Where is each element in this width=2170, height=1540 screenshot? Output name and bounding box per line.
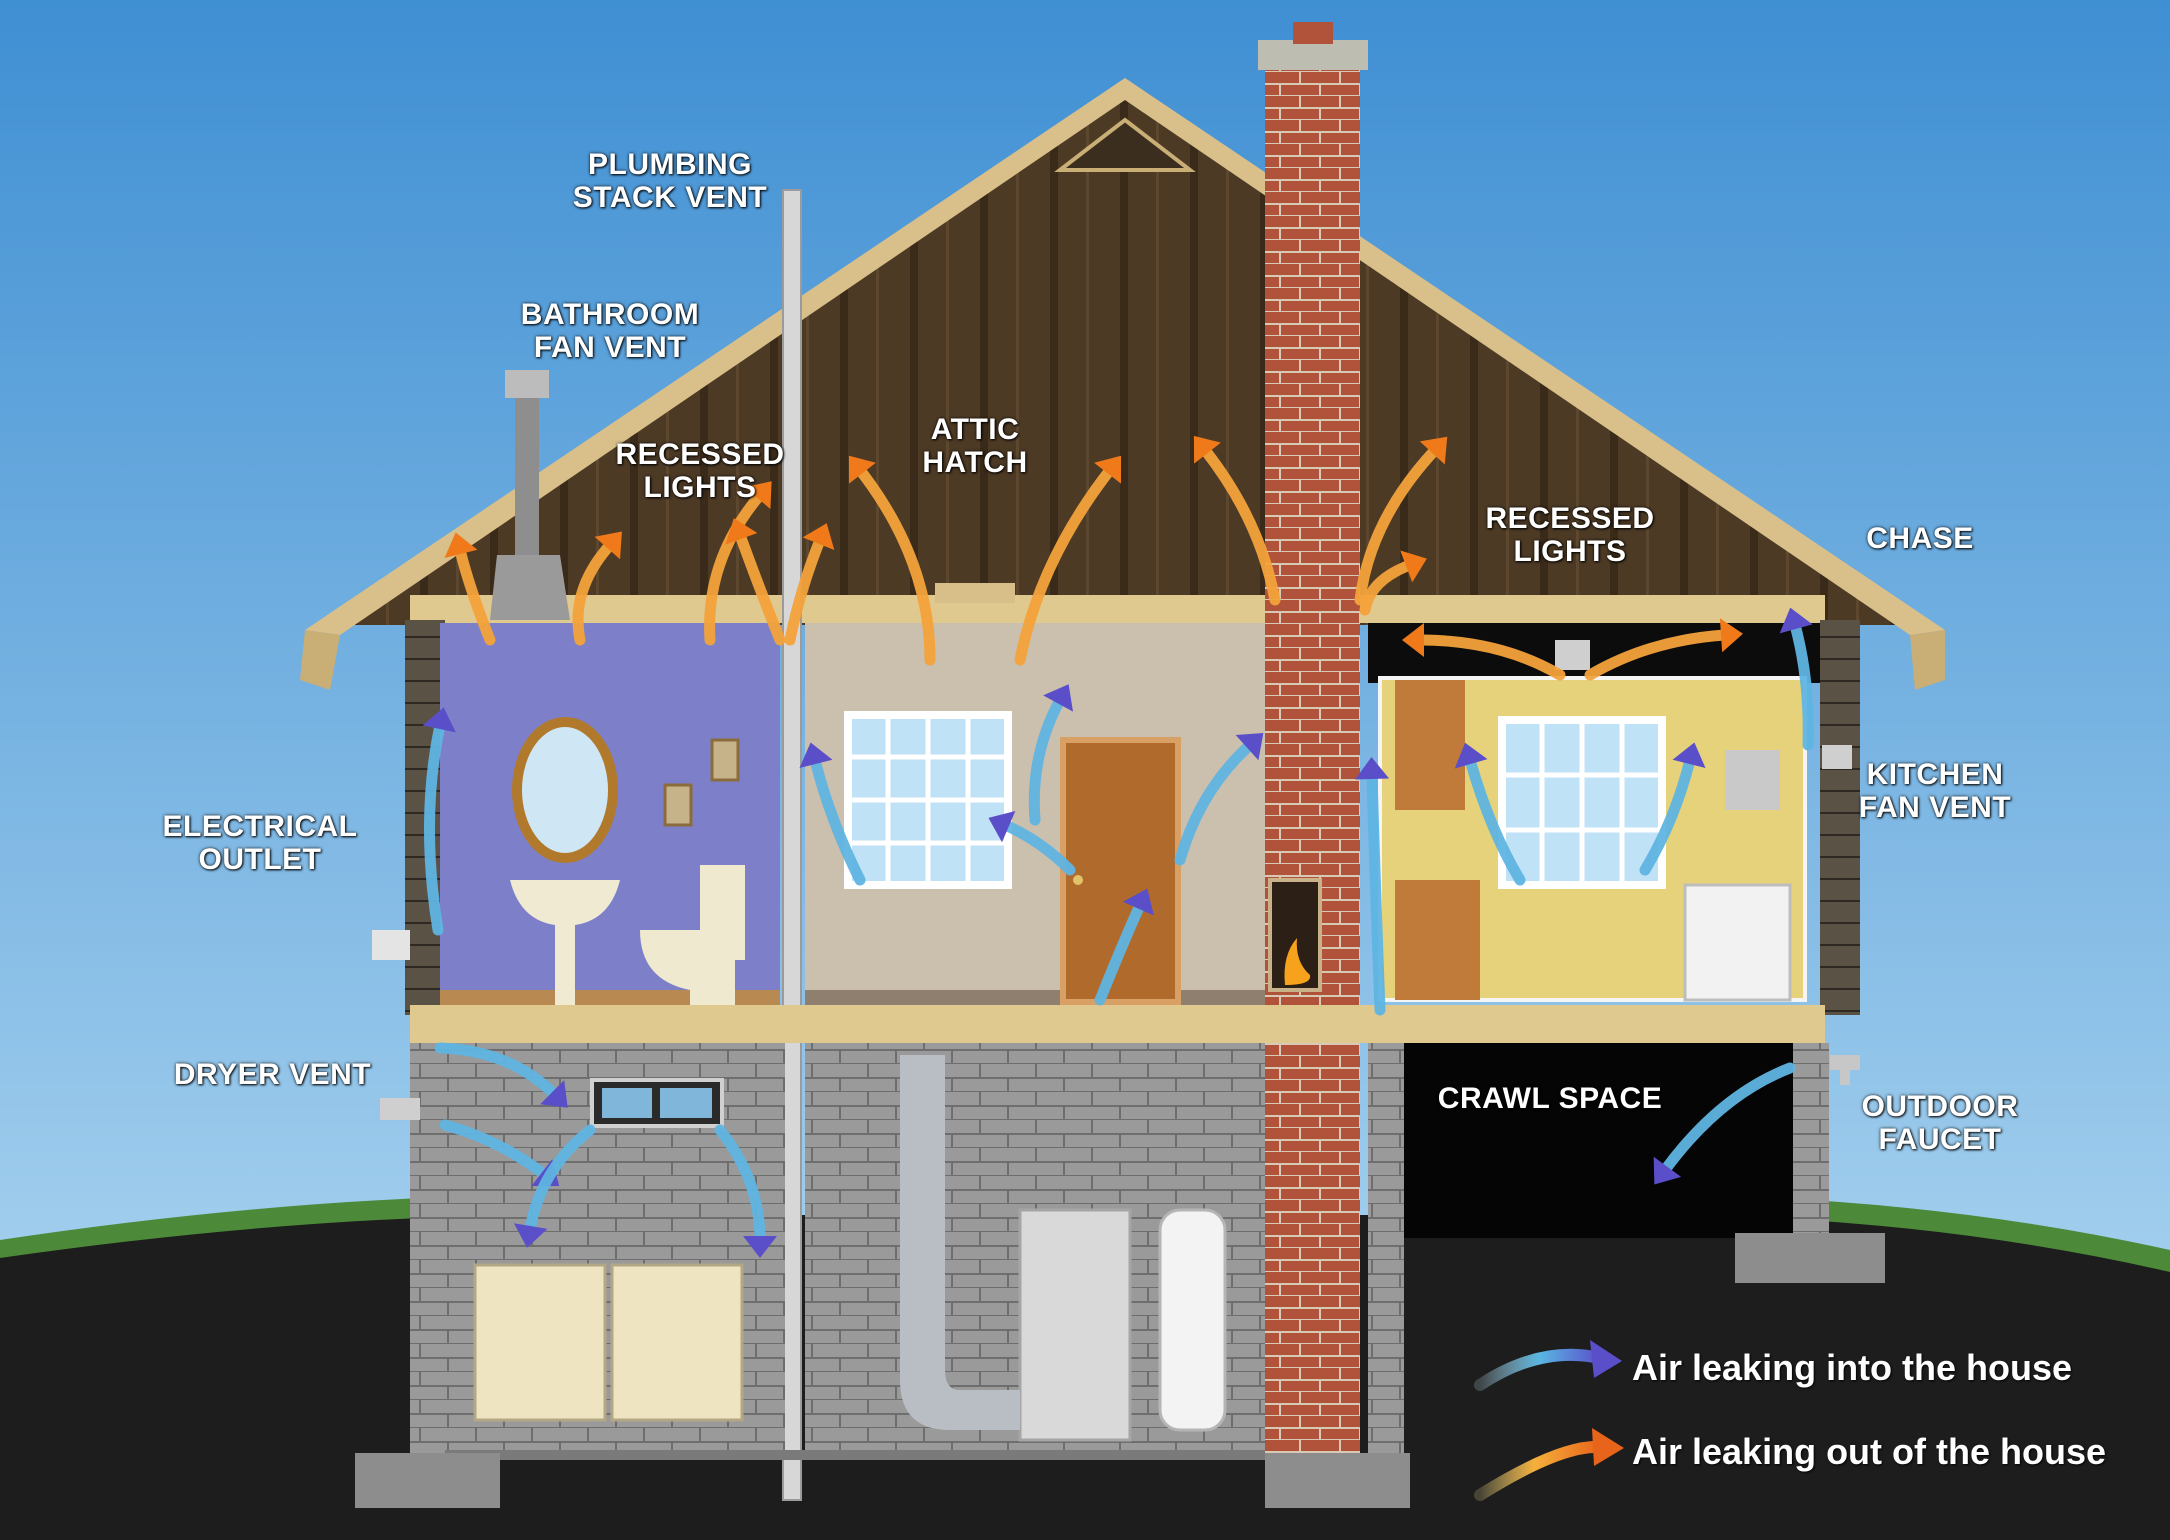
label-crawl-space: CRAWL SPACE bbox=[1437, 1082, 1663, 1115]
roof-eave-right bbox=[1910, 630, 1945, 690]
bathroom-vent-pipe bbox=[515, 380, 539, 555]
attic-interior bbox=[330, 90, 1920, 625]
air-out-arrow-11 bbox=[1402, 623, 1566, 681]
basement-floor bbox=[445, 1450, 1265, 1460]
roof-left-edge bbox=[305, 78, 1125, 635]
air-in-arrow-26 bbox=[714, 1124, 777, 1258]
crawl-space-pier-right bbox=[1793, 1043, 1829, 1238]
bathroom-vent-cap bbox=[505, 370, 549, 398]
legend-in-arrow bbox=[1474, 1340, 1622, 1391]
crawl-space bbox=[1368, 1043, 1793, 1238]
foundation-footing-chimney bbox=[1265, 1453, 1410, 1508]
bathroom-mirror bbox=[512, 717, 618, 863]
furnace bbox=[1018, 1208, 1132, 1442]
airflow-arrows bbox=[422, 435, 1814, 1258]
toilet bbox=[640, 865, 745, 1010]
air-out-arrow-8 bbox=[1193, 435, 1281, 606]
chimney-pot bbox=[1293, 22, 1333, 44]
air-in-arrow-18 bbox=[1094, 888, 1154, 1006]
outdoor-faucet bbox=[1830, 1055, 1860, 1085]
air-in-arrow-14 bbox=[1779, 607, 1814, 751]
air-out-arrow-5 bbox=[784, 523, 835, 646]
air-in-arrow-25 bbox=[513, 1124, 596, 1248]
dryer bbox=[473, 1263, 607, 1422]
ceiling-joist bbox=[410, 595, 1825, 623]
attic-hatch bbox=[935, 583, 1015, 603]
legend-out-label: Air leaking out of the house bbox=[1632, 1431, 2107, 1472]
air-in-arrow-22 bbox=[1639, 742, 1706, 876]
bathroom-picture-2 bbox=[710, 738, 740, 782]
kitchen-range-hood bbox=[1725, 750, 1780, 810]
air-in-arrow-17 bbox=[988, 810, 1076, 876]
air-in-arrow-27 bbox=[1653, 1062, 1796, 1185]
door-knob bbox=[1073, 875, 1083, 885]
air-out-arrow-7 bbox=[1014, 455, 1122, 666]
fireplace-flame bbox=[1284, 938, 1311, 985]
crawl-space-pier-left bbox=[1368, 1043, 1404, 1453]
air-in-arrow-15 bbox=[799, 742, 866, 886]
air-out-arrow-2 bbox=[572, 531, 622, 646]
bathroom-sink bbox=[510, 880, 620, 1005]
chimney bbox=[1265, 55, 1360, 1475]
label-dryer-vent: DRYER VENT bbox=[173, 1058, 372, 1091]
gable-vent bbox=[1054, 117, 1196, 172]
foundation-footing-right bbox=[1735, 1233, 1885, 1283]
air-in-arrow-13 bbox=[422, 707, 456, 936]
label-chase: CHASE bbox=[1866, 522, 1974, 555]
air-in-arrow-16 bbox=[1028, 684, 1074, 826]
air-in-arrow-21 bbox=[1454, 742, 1526, 886]
air-out-arrow-1 bbox=[444, 532, 496, 646]
air-out-arrow-9 bbox=[1354, 436, 1448, 606]
air-out-arrow-3 bbox=[704, 481, 772, 646]
right-siding bbox=[1820, 620, 1860, 1015]
foundation-footing-left bbox=[355, 1453, 500, 1508]
air-out-arrow-6 bbox=[848, 455, 936, 666]
legend-in-label: Air leaking into the house bbox=[1632, 1347, 2073, 1388]
chimney-cap bbox=[1258, 40, 1368, 70]
air-in-arrow-19 bbox=[1174, 732, 1264, 866]
furnace-duct bbox=[900, 1055, 1020, 1430]
kitchen-stove bbox=[1683, 883, 1792, 1002]
kitchen-cabinet-lower bbox=[1395, 880, 1480, 1000]
air-out-arrow-4 bbox=[725, 518, 786, 646]
bathroom-vent-base bbox=[490, 555, 570, 620]
legend-out-arrow bbox=[1474, 1428, 1624, 1501]
electrical-outlet bbox=[372, 930, 410, 960]
washer bbox=[610, 1263, 744, 1422]
kitchen-light-fixture bbox=[1555, 640, 1590, 670]
dryer-vent-outside bbox=[380, 1098, 420, 1120]
air-out-arrow-12 bbox=[1584, 618, 1743, 681]
plumbing-stack-pipe bbox=[782, 189, 802, 1501]
kitchen-fan-vent-outside bbox=[1822, 745, 1852, 769]
water-heater bbox=[1158, 1208, 1227, 1432]
air-in-arrow-20 bbox=[1355, 757, 1390, 1016]
air-in-arrow-23 bbox=[434, 1042, 568, 1108]
roof-eave-left bbox=[300, 630, 340, 690]
bathroom-picture-1 bbox=[663, 783, 693, 827]
floor-joist bbox=[410, 1005, 1825, 1043]
air-out-arrow-10 bbox=[1359, 550, 1427, 616]
kitchen-cabinet-upper bbox=[1395, 680, 1465, 810]
